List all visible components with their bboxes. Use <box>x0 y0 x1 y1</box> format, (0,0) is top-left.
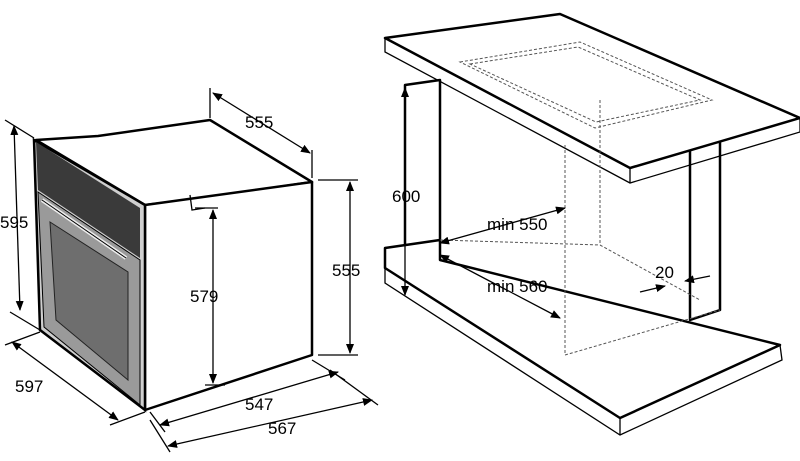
cabinet-right-panel <box>688 128 722 322</box>
dim-ventilation-gap: 20 <box>655 263 674 282</box>
dim-oven-body-width: 547 <box>245 395 273 414</box>
dim-oven-inner-height: 579 <box>190 287 218 306</box>
dim-oven-body-height: 555 <box>332 261 360 280</box>
hob-cutout <box>458 41 714 129</box>
dim-oven-depth: 555 <box>245 113 273 132</box>
dim-oven-front-width: 597 <box>15 377 43 396</box>
dim-min-width: min 550 <box>487 215 547 234</box>
cabinet-dimensions: 600 min 550 min 560 20 <box>392 87 711 319</box>
cabinet-countertop <box>383 12 800 170</box>
dim-niche-height: 600 <box>392 187 420 206</box>
oven-dimensions: 555 595 579 555 597 547 567 <box>0 88 379 453</box>
cabinet-drawing <box>383 12 800 436</box>
oven-window <box>49 221 129 382</box>
dim-oven-overall-width: 567 <box>268 419 296 438</box>
dim-min-depth: min 560 <box>487 277 547 296</box>
oven-drawing <box>32 118 314 413</box>
cabinet-left-panel <box>403 78 442 252</box>
oven-control-panel <box>36 142 140 258</box>
oven-side-face <box>143 180 314 412</box>
dim-oven-front-height: 595 <box>0 213 28 232</box>
